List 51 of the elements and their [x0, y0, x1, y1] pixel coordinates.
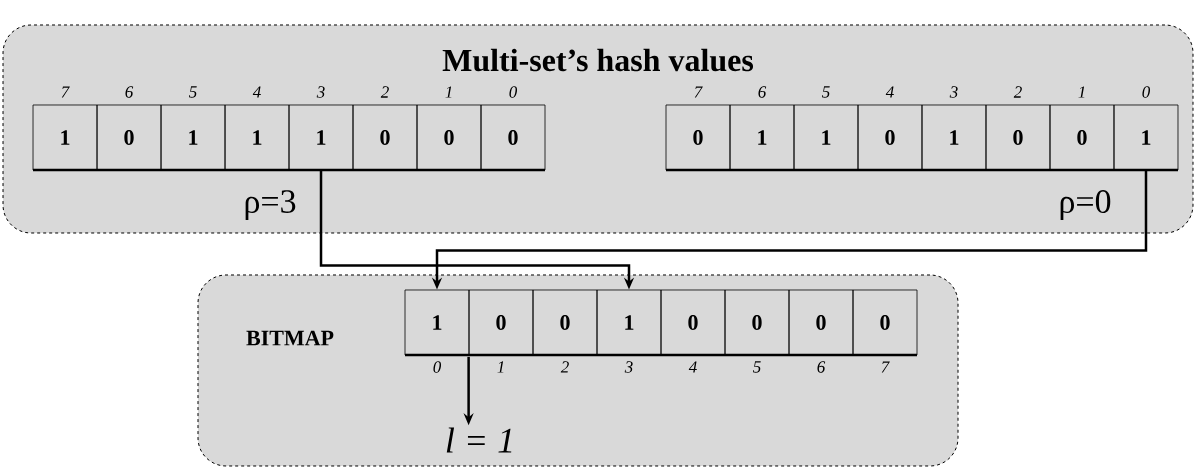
- index-number: 0: [433, 361, 442, 373]
- index-number: 4: [688, 361, 697, 373]
- index-number: 4: [885, 86, 894, 98]
- index-number: 1: [1078, 86, 1085, 98]
- index-number: 1: [445, 86, 452, 98]
- bit-cell: 1: [404, 289, 470, 356]
- bit-cell: 0: [857, 104, 923, 171]
- bit-cell: 1: [32, 104, 98, 171]
- index-number: 5: [753, 361, 761, 373]
- bit-cell: 1: [921, 104, 987, 171]
- bit-cell: 0: [852, 289, 918, 356]
- index-number: 7: [694, 86, 703, 98]
- result-text: l = 1: [446, 427, 512, 453]
- bit-cell: 1: [288, 104, 354, 171]
- index-number: 3: [316, 86, 325, 98]
- bit-cell: 1: [160, 104, 226, 171]
- index-number: 2: [380, 86, 389, 98]
- bit-cell: 1: [224, 104, 290, 171]
- index-number: 2: [1013, 86, 1022, 98]
- index-number: 2: [560, 361, 569, 373]
- bit-cell: 0: [985, 104, 1051, 171]
- bit-cell: 0: [665, 104, 731, 171]
- index-number: 7: [881, 361, 890, 373]
- bit-cell: 0: [660, 289, 726, 356]
- index-number: 5: [822, 86, 830, 98]
- index-number: 3: [949, 86, 958, 98]
- index-number: 6: [817, 361, 826, 373]
- bit-cell: 1: [793, 104, 859, 171]
- bit-cell: 0: [1049, 104, 1115, 171]
- bit-cell: 1: [596, 289, 662, 356]
- bit-cell: 0: [352, 104, 418, 171]
- index-number: 3: [624, 361, 633, 373]
- index-number: 0: [1142, 86, 1151, 98]
- index-number: 1: [497, 361, 504, 373]
- bit-cell: 1: [729, 104, 795, 171]
- bit-cell: 0: [480, 104, 546, 171]
- bit-cell: 0: [468, 289, 534, 356]
- index-number: 6: [125, 86, 134, 98]
- index-number: 4: [252, 86, 261, 98]
- index-number: 0: [509, 86, 518, 98]
- index-number: 7: [61, 86, 70, 98]
- bit-cell: 0: [724, 289, 790, 356]
- index-number: 5: [189, 86, 197, 98]
- bit-cell: 1: [1113, 104, 1179, 171]
- bit-cell: 0: [96, 104, 162, 171]
- bit-cell: 0: [532, 289, 598, 356]
- bit-cell: 0: [788, 289, 854, 356]
- bit-cell: 0: [416, 104, 482, 171]
- index-number: 6: [758, 86, 767, 98]
- edge-label: ρ=0: [1060, 190, 1111, 220]
- edge-label: ρ=3: [245, 190, 296, 220]
